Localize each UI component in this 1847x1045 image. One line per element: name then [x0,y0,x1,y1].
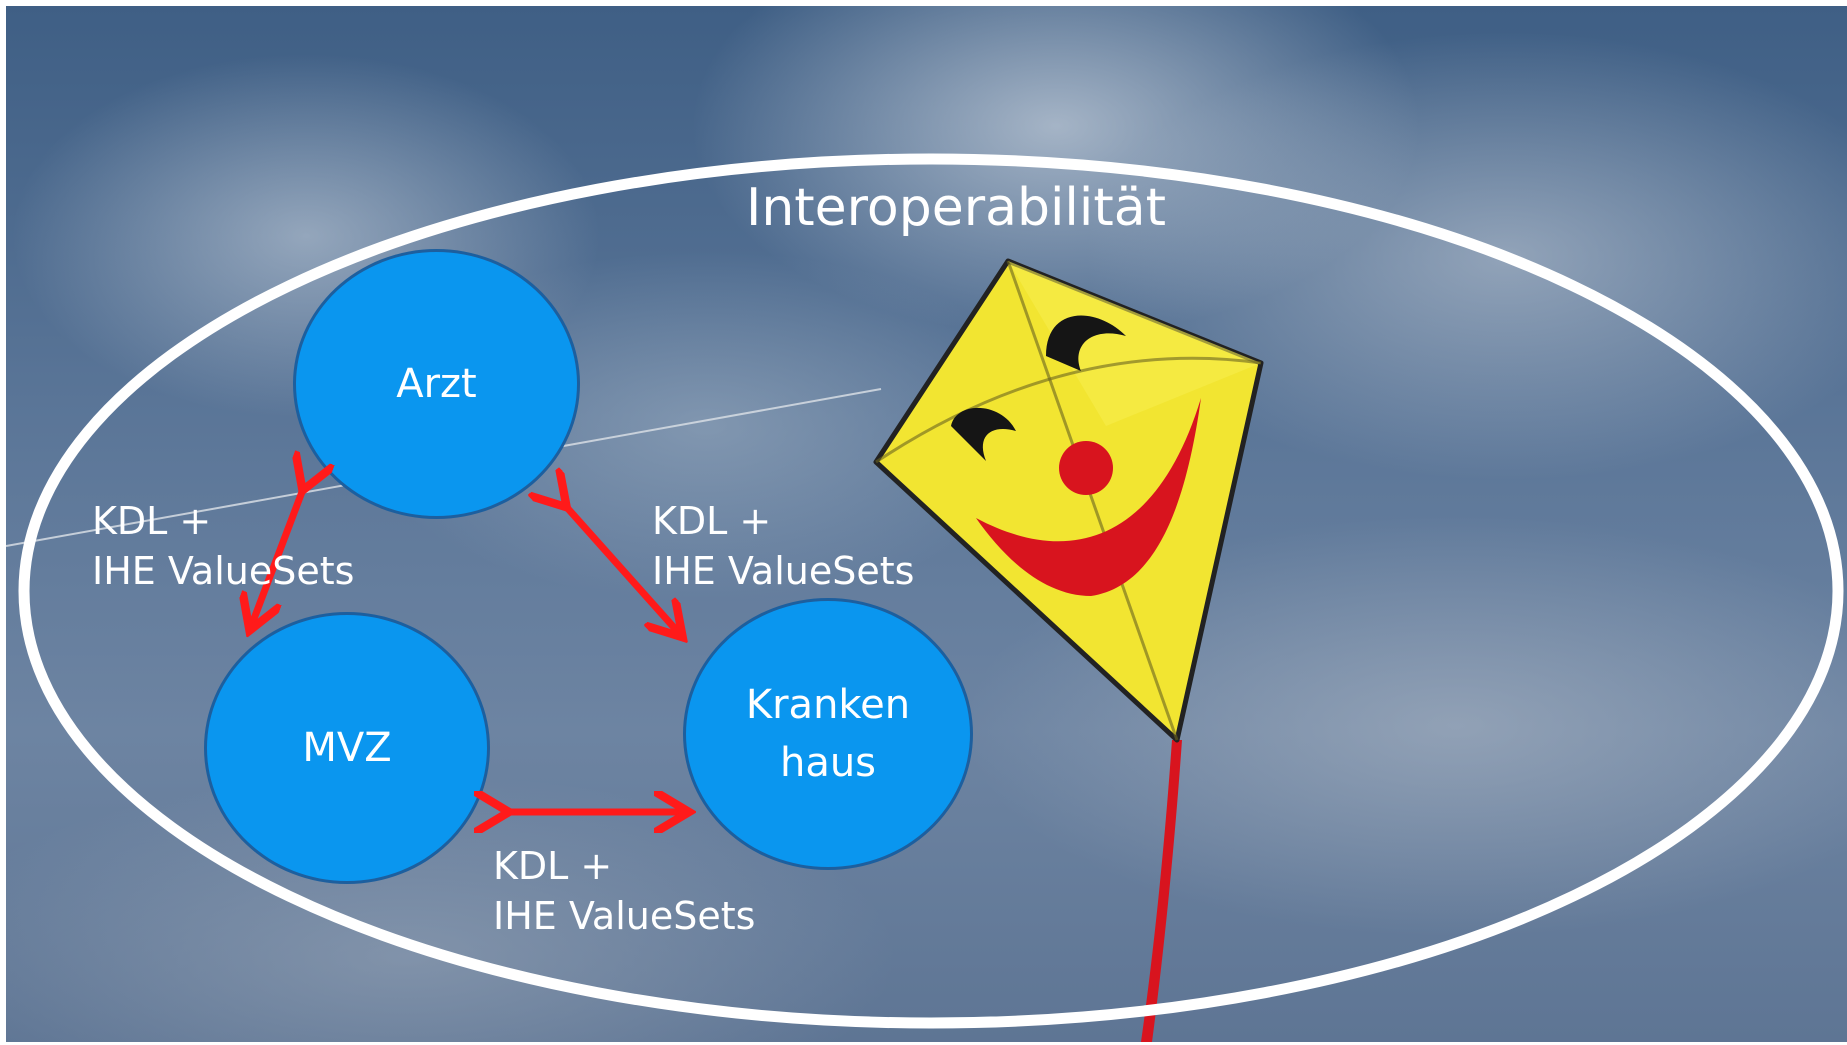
page-title: Interoperabilität [746,178,1166,238]
connection-label-mvz-krankenhaus: KDL + IHE ValueSets [493,844,756,938]
connection-label-arzt-krankenhaus: KDL + IHE ValueSets [652,499,915,593]
connection-arrows [6,6,1847,1042]
interoperability-ellipse [18,153,1844,1029]
slide: Interoperabilität Arzt MVZ Kranken haus … [6,6,1847,1042]
kite-illustration [6,258,1264,1042]
arrow-arzt-mvz [252,484,305,624]
connection-label-arzt-mvz: KDL + IHE ValueSets [92,499,355,593]
node-mvz: MVZ [204,612,490,884]
arrow-arzt-krankenhaus [562,502,678,632]
node-krankenhaus: Kranken haus [683,598,973,870]
